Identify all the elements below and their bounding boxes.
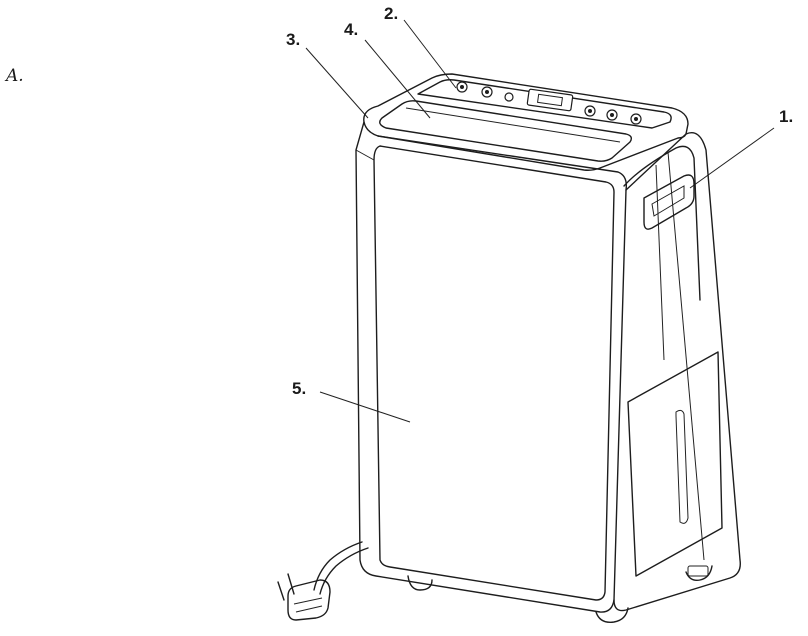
callout-1-label: 1. xyxy=(779,107,794,126)
leader-line-2 xyxy=(403,19,457,89)
leader-lines xyxy=(305,19,775,423)
leader-line-4 xyxy=(364,39,431,119)
power-plug xyxy=(287,579,331,621)
air-outlet-grille xyxy=(379,100,633,162)
leader-line-5 xyxy=(319,391,411,423)
leader-line-1 xyxy=(689,127,775,189)
control-panel xyxy=(417,79,672,129)
water-level-window xyxy=(675,409,689,524)
main-body xyxy=(355,121,741,613)
power-cord xyxy=(277,541,369,621)
callout-5-label: 5. xyxy=(292,379,307,398)
figure-letter: A. xyxy=(6,66,24,86)
callout-3-label: 3. xyxy=(286,30,301,49)
leader-line-3 xyxy=(305,47,369,119)
side-handle xyxy=(643,174,695,230)
control-button-3 xyxy=(504,92,514,102)
wheels xyxy=(407,565,713,623)
callout-4-label: 4. xyxy=(344,20,359,39)
callout-2-label: 2. xyxy=(384,4,399,23)
plug-pin-1 xyxy=(277,581,285,601)
front-panel xyxy=(373,145,615,601)
top-surface xyxy=(363,73,689,171)
plug-pin-2 xyxy=(287,573,295,595)
water-tank xyxy=(627,351,723,577)
